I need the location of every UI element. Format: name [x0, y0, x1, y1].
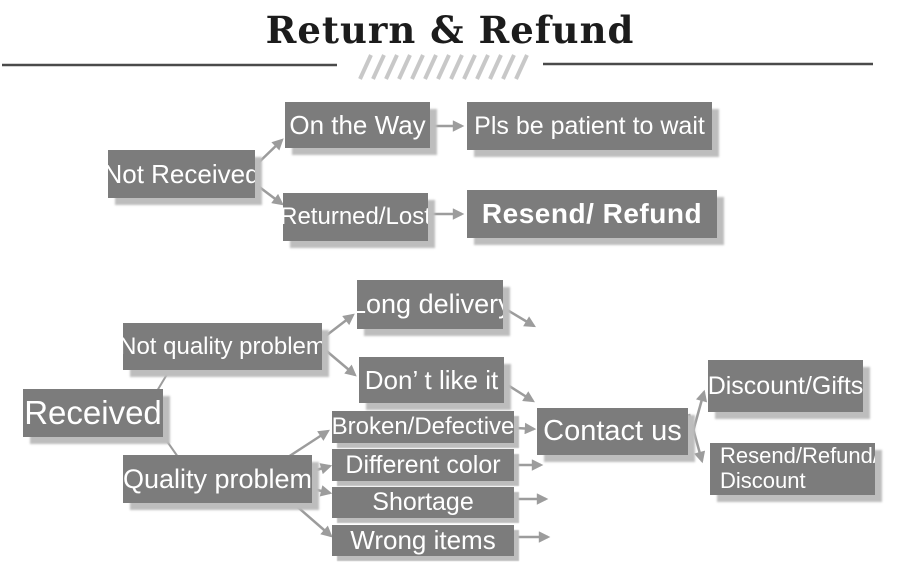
- arrow-not-received-to-returned-lost: [253, 182, 284, 206]
- node-discount-gifts: Discount/Gifts: [708, 360, 863, 412]
- node-long-delivery: Long delivery: [357, 280, 503, 329]
- node-wrong-items: Wrong items: [332, 525, 514, 556]
- node-not-quality-problem: Not quality problem: [123, 323, 322, 370]
- arrow-dont-like-it-to-contact-us: [505, 382, 535, 403]
- node-on-the-way: On the Way: [285, 102, 430, 148]
- node-returned-lost: Returned/Lost: [283, 193, 428, 241]
- node-different-color: Different color: [332, 449, 514, 481]
- node-broken-defective: Broken/Defective: [332, 411, 514, 443]
- node-contact-us: Contact us: [537, 408, 688, 455]
- line-received-to-not-quality-problem: [156, 370, 170, 392]
- arrow-quality-to-wrong-items: [292, 502, 333, 538]
- arrow-contact-us-to-discount-gifts: [687, 389, 708, 447]
- arrow-not-received-to-on-the-way: [253, 138, 284, 168]
- arrow-not-quality-to-dont-like-it: [322, 347, 357, 377]
- node-shortage: Shortage: [332, 487, 514, 518]
- hatch-decoration: [358, 54, 529, 80]
- node-resend-refund: Resend/ Refund: [467, 190, 717, 238]
- arrow-quality-to-shortage: [312, 485, 333, 497]
- node-not-received: Not Received: [108, 150, 255, 198]
- arrow-not-quality-to-long-delivery: [322, 313, 355, 339]
- arrow-quality-to-broken-defective: [284, 429, 330, 461]
- node-quality-problem: Quality problem: [123, 455, 312, 503]
- page-title: Return & Refund: [265, 8, 635, 52]
- arrow-quality-to-different-color: [312, 463, 333, 475]
- node-resend-refund-discount: Resend/Refund/ Discount: [710, 443, 875, 495]
- line-received-to-quality-problem: [163, 436, 179, 458]
- node-dont-like-it: Don’ t like it: [359, 357, 504, 403]
- node-received: Received: [23, 389, 163, 437]
- arrow-contact-us-to-resend-refund-discount: [687, 413, 706, 464]
- node-pls-be-patient-to-wait: Pls be patient to wait: [467, 102, 712, 150]
- arrow-long-delivery-out: [503, 306, 536, 328]
- arrow-broken-defective-to-contact-us: [515, 422, 537, 435]
